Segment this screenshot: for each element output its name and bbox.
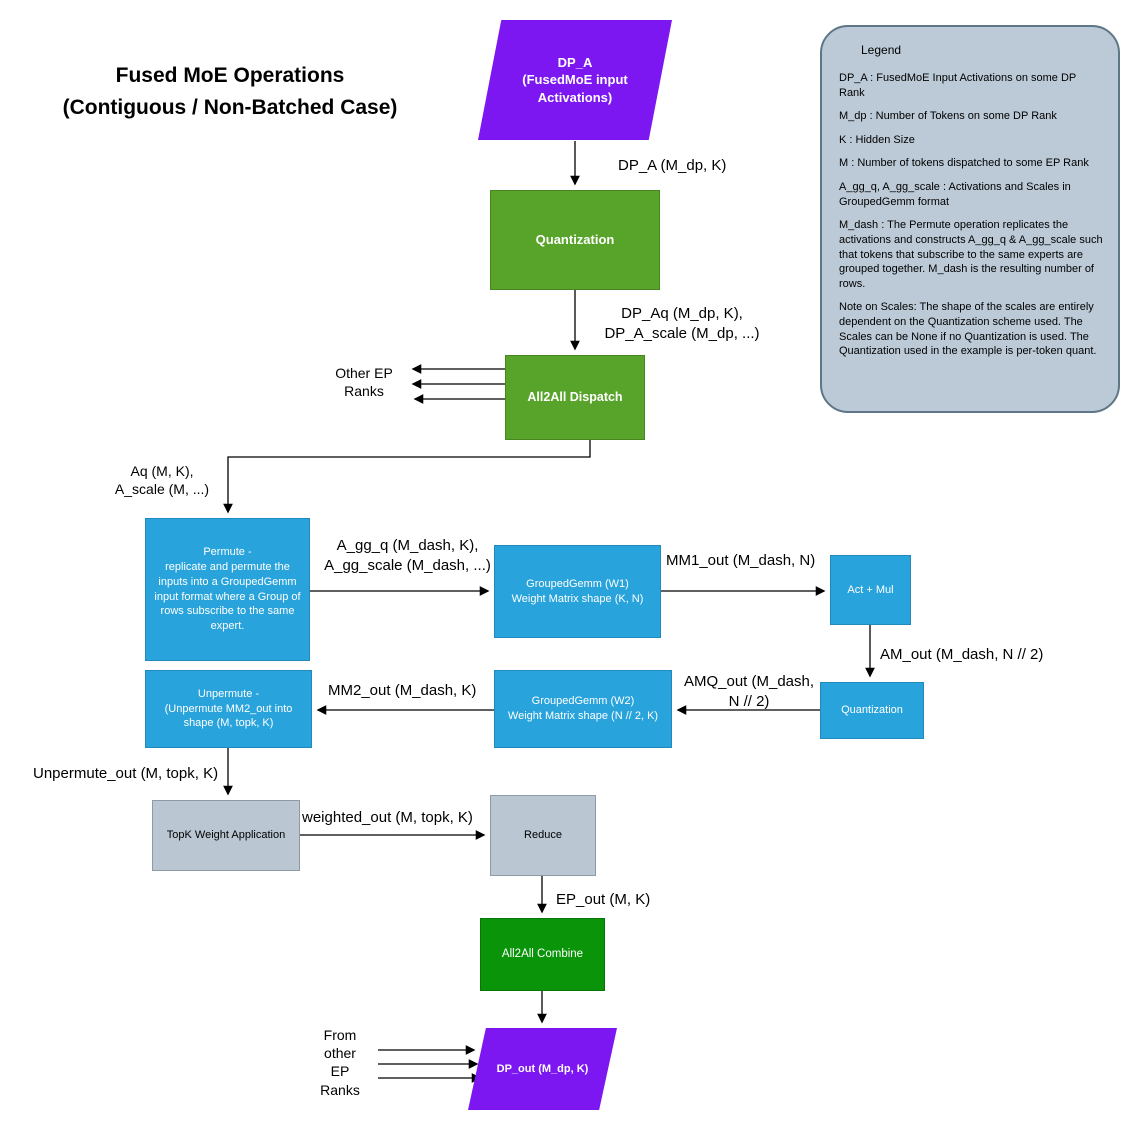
node-dp-out: DP_out (M_dp, K) [468,1028,617,1110]
node-reduce: Reduce [490,795,596,876]
node-unpermute: Unpermute - (Unpermute MM2_out into shap… [145,670,312,748]
node-grouped-gemm-w2: GroupedGemm (W2) Weight Matrix shape (N … [494,670,672,748]
label-aq-out: Aq (M, K), A_scale (M, ...) [114,463,210,498]
node-permute: Permute - replicate and permute the inpu… [145,518,310,661]
node-dp-a: DP_A (FusedMoE input Activations) [478,20,672,140]
node-grouped-gemm-w1: GroupedGemm (W1) Weight Matrix shape (K,… [494,545,661,638]
edge-dispatch-to-permute [223,440,591,514]
label-ep-out: EP_out (M, K) [556,891,651,908]
node-all2all-combine: All2All Combine [480,918,605,991]
diagram-title: Fused MoE Operations (Contiguous / Non-B… [62,64,398,119]
legend-item-a-gg: A_gg_q, A_gg_scale : Activations and Sca… [839,181,1071,208]
legend-title: Legend [861,43,902,57]
label-mm1-out: MM1_out (M_dash, N) [666,552,816,569]
legend-item-m-dash: M_dash : The Permute operation replicate… [839,219,1103,290]
legend-panel: Legend DP_A : FusedMoE Input Activations… [820,25,1120,413]
label-other-ep-ranks: Other EP Ranks [335,365,393,400]
label-unpermute-out: Unpermute_out (M, topk, K) [33,765,219,782]
label-amq-out: AMQ_out (M_dash, N // 2) [683,673,815,710]
node-quantization-2: Quantization [820,682,924,739]
label-mm2-out: MM2_out (M_dash, K) [328,682,477,699]
label-am-out: AM_out (M_dash, N // 2) [880,646,1044,663]
label-dp-a-out: DP_A (M_dp, K) [618,157,727,174]
node-quantization-1: Quantization [490,190,660,290]
label-a-gg: A_gg_q (M_dash, K), A_gg_scale (M_dash, … [324,537,491,574]
legend-item-k: K : Hidden Size [839,133,915,146]
legend-item-m-dp: M_dp : Number of Tokens on some DP Rank [839,110,1057,123]
label-dp-aq-out: DP_Aq (M_dp, K), DP_A_scale (M_dp, ...) [604,305,760,342]
legend-item-m: M : Number of tokens dispatched to some … [839,157,1089,170]
node-topk-weight-application: TopK Weight Application [152,800,300,871]
label-from-other-ep-ranks: From other EP Ranks [320,1027,360,1098]
legend-item-note-on-scales: Note on Scales: The shape of the scales … [839,301,1097,358]
label-weighted-out: weighted_out (M, topk, K) [302,809,473,826]
legend-item-dp-a: DP_A : FusedMoE Input Activations on som… [839,71,1077,99]
node-all2all-dispatch: All2All Dispatch [505,355,645,440]
node-act-mul: Act + Mul [830,555,911,625]
